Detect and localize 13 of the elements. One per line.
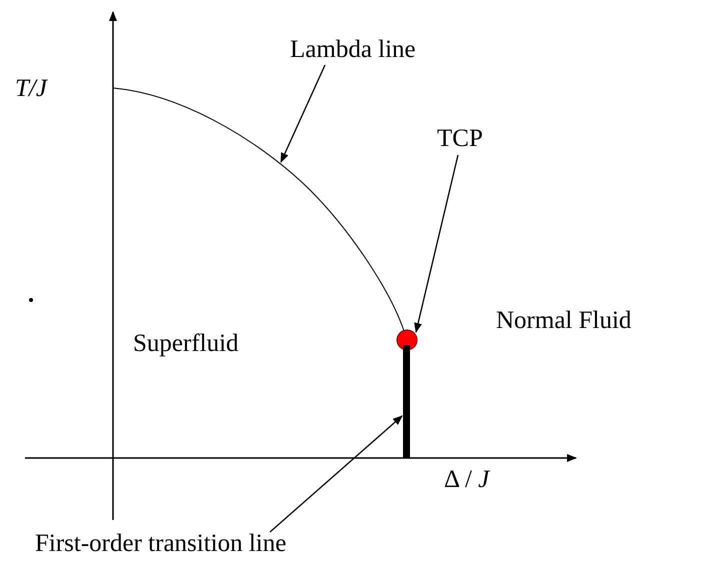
line-label: First-order transition line xyxy=(35,530,286,558)
leader-line xyxy=(414,154,459,333)
axis-label: T/J xyxy=(15,75,47,102)
point-label: TCP xyxy=(437,125,483,152)
leader-line xyxy=(270,415,403,532)
region-label: Superfluid xyxy=(133,330,239,358)
transition-line-bar xyxy=(403,345,410,458)
axis-label: Δ / J xyxy=(444,466,490,494)
leader-line xyxy=(280,64,326,163)
curve-label: Lambda line xyxy=(290,36,416,64)
lambda-curve xyxy=(112,88,404,332)
region-label: Normal Fluid xyxy=(496,307,632,334)
tricritical-point xyxy=(396,330,418,350)
